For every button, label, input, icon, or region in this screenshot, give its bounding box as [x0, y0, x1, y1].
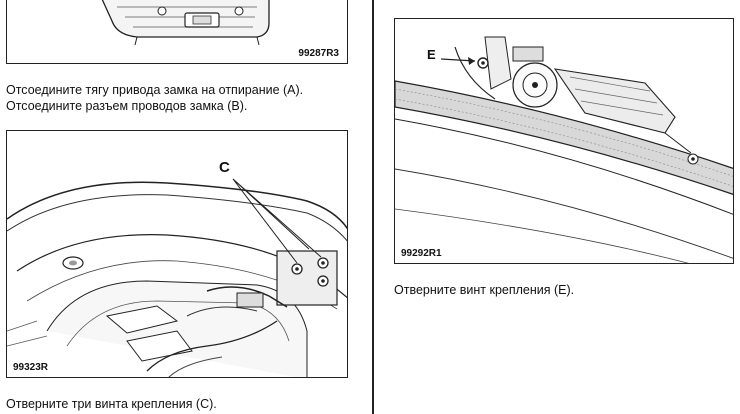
lock-mechanism-illustration — [101, 0, 270, 46]
figure-trunk-lid: C 99323R — [6, 130, 348, 378]
caption-unscrew-screw-e: Отверните винт крепления (E). — [394, 283, 575, 297]
callout-e: E — [427, 47, 436, 62]
callout-c: C — [219, 159, 230, 176]
wiper-motor-illustration — [395, 36, 733, 263]
figure-top: 99287R3 — [6, 0, 348, 64]
figure-wiper-motor: E 99292R1 — [394, 18, 734, 264]
figure-code: 99287R3 — [298, 48, 339, 59]
figure-code: 99323R — [13, 362, 49, 373]
column-divider — [372, 0, 374, 414]
figure-code: 99292R1 — [401, 248, 442, 259]
caption-disconnect-rod: Отсоедините тягу привода замка на отпира… — [6, 83, 304, 97]
caption-unscrew-three-screws: Отверните три винта крепления (C). — [6, 397, 217, 411]
trunk-lid-illustration — [7, 178, 347, 377]
caption-disconnect-connector: Отсоедините разъем проводов замка (B). — [6, 99, 248, 113]
